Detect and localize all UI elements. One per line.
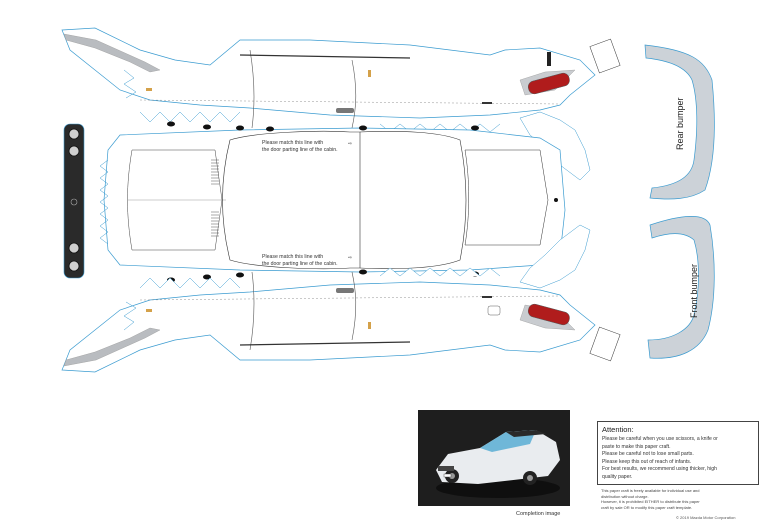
hood-vent-upper [211,159,219,185]
attention-line: Please be careful when you use scissors,… [602,436,718,442]
notice-line: This paper craft is freely available for… [601,488,700,493]
front-bumper-part: Front bumper [647,216,715,359]
attention-title: Attention: [602,425,634,434]
rear-bumper-label: Rear bumper [675,97,685,150]
attention-line: Please be careful not to lose small part… [602,451,694,458]
rear-bumper-part: Rear bumper [644,44,715,200]
hood-vent-lower [211,211,219,237]
usage-notice: This paper craft is freely available for… [601,488,761,510]
cabin-note-lower-1: Please match this line with [262,254,323,260]
attention-line: Please keep this out of reach of infants… [602,458,692,465]
car-model-image [418,410,570,506]
notice-line: craft by sale OR to modify this paper cr… [601,504,693,510]
body-roof-panel: Please match this line with the door par… [99,121,566,283]
arrow-icon: ⇨ [348,141,352,147]
upper-tail-lamp [528,72,570,95]
completion-caption: Completion image [516,511,561,517]
attention-box: Attention: Please be careful when you us… [597,421,759,485]
copyright: © 2019 Mazda Motor Corporation [676,515,736,520]
front-bumper-label: Front bumper [689,264,699,318]
lower-side-panel [61,271,621,373]
cabin-note-lower-2: the door parting line of the cabin. [262,261,338,267]
upper-side-panel [61,27,621,129]
lower-glue-tabs [139,224,591,289]
completion-photo [418,410,570,506]
front-grille [63,123,85,279]
notice-line: distribution without charge. [601,493,649,499]
attention-line: paste to make this paper craft. [602,443,671,450]
attention-line: For best results, we recommend using thi… [602,466,717,473]
arrow-icon: ⇨ [348,255,352,261]
lower-tail-lamp [528,303,570,326]
cabin-note-upper-1: Please match this line with [262,140,323,146]
attention-line: quality paper. [602,473,633,480]
notice-line: However, it is prohibited EITHER to dist… [601,499,700,505]
cabin-note-upper-2: the door parting line of the cabin. [262,147,338,153]
